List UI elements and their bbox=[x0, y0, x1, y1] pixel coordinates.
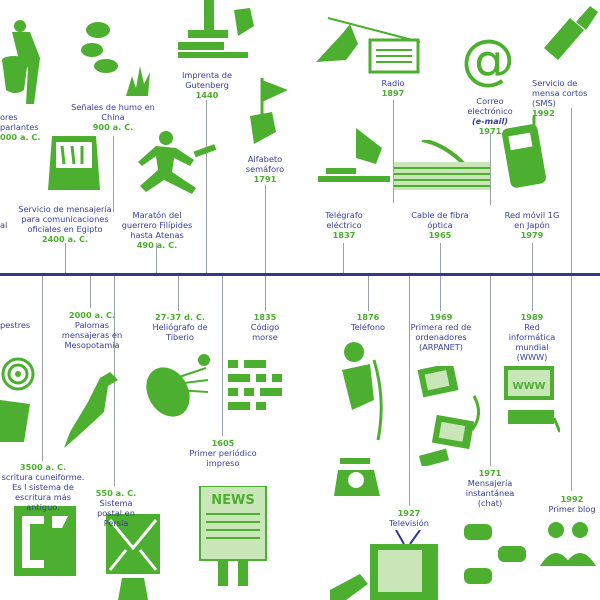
telegraph-icon bbox=[318, 128, 390, 182]
connector-imprenta bbox=[206, 100, 207, 273]
tv-icon bbox=[330, 530, 438, 600]
event-rupestres: pestres bbox=[0, 320, 31, 330]
phone-hand-icon bbox=[544, 6, 598, 60]
envelope-icon bbox=[106, 514, 160, 600]
at-sign-icon: @ bbox=[461, 30, 515, 90]
svg-text:WWW: WWW bbox=[512, 381, 545, 392]
event-egipto: Servicio de mensajería para comunicacion… bbox=[18, 204, 112, 244]
cuneiform-icon bbox=[14, 506, 76, 576]
connector-www bbox=[532, 276, 533, 311]
connector-movil bbox=[532, 243, 533, 273]
connector-humo bbox=[113, 136, 114, 212]
connector-morse bbox=[265, 276, 266, 311]
radio-icon bbox=[316, 17, 421, 74]
connector-telegrafo bbox=[343, 243, 344, 273]
connector-radio bbox=[393, 100, 394, 203]
connector-correo bbox=[490, 133, 491, 205]
people-icon bbox=[540, 522, 596, 566]
pigeon-icon bbox=[64, 372, 118, 448]
connector-arpanet bbox=[440, 276, 441, 311]
connector-periodico bbox=[222, 276, 223, 436]
connector-heliografo bbox=[178, 276, 179, 311]
event-maraton: Maratón del guerrero Filípides hasta Ate… bbox=[121, 210, 193, 250]
event-persia: 550 a. C.Sistema postal en Persia bbox=[95, 488, 137, 528]
svg-text:NEWS: NEWS bbox=[211, 493, 254, 508]
event-correo: Correo electrónico(e-mail)1971 bbox=[467, 96, 513, 136]
www-icon: WWW bbox=[504, 366, 560, 433]
heliograph-icon bbox=[146, 354, 210, 417]
event-heliografo: 27-37 d. C.Heliógrafo de Tiberio bbox=[152, 312, 208, 342]
morse-icon bbox=[228, 360, 282, 410]
runner-icon bbox=[138, 131, 217, 194]
connector-chat bbox=[490, 276, 491, 466]
connector-sms bbox=[571, 108, 572, 273]
smoke-signal-icon bbox=[81, 22, 150, 96]
svg-text:@: @ bbox=[461, 30, 515, 90]
connector-telefono bbox=[368, 276, 369, 311]
event-palomas: 2000 a. C.Palomas mensajeras en Mesopota… bbox=[61, 310, 123, 350]
connector-tv bbox=[409, 276, 410, 506]
drum-icon bbox=[2, 20, 40, 104]
telephone-icon bbox=[334, 342, 383, 496]
printing-press-icon bbox=[178, 0, 254, 58]
computers-icon bbox=[417, 366, 480, 466]
event-cuneiforme: 3500 a. C.scritura cuneiforme. Es l sist… bbox=[1, 462, 85, 512]
connector-fibra bbox=[440, 243, 441, 273]
chat-icon bbox=[464, 524, 526, 584]
connector-semaforo bbox=[265, 185, 266, 273]
fiber-cable-icon bbox=[394, 140, 490, 190]
flag-icon bbox=[250, 78, 288, 144]
connector-rupestres bbox=[42, 276, 43, 461]
connector-blog bbox=[571, 276, 572, 491]
event-partial-left: al bbox=[0, 220, 8, 230]
timeline-axis bbox=[0, 273, 600, 276]
hieroglyph-icon bbox=[48, 136, 100, 190]
mobile-phone-icon bbox=[502, 116, 546, 188]
connector-palomas bbox=[90, 276, 91, 308]
connector-maraton bbox=[156, 243, 157, 273]
spiral-icon bbox=[0, 357, 35, 442]
connector-egipto bbox=[65, 243, 66, 273]
event-sms: Servicio de mensa cortos (SMS)1992 bbox=[532, 78, 588, 118]
newspaper-icon: NEWS bbox=[199, 486, 267, 586]
